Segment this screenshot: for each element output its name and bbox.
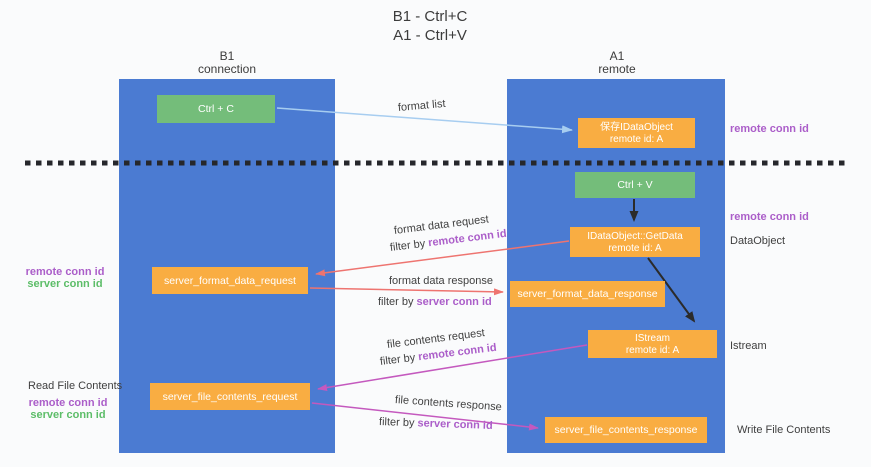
left-conn-id-annotation-group-1: remote conn id server conn id: [17, 266, 113, 290]
format-list-label: format list: [397, 97, 447, 114]
idataobject-getdata-box: IDataObject::GetData remote id: A: [570, 227, 700, 257]
left-column-name: B1: [219, 49, 235, 63]
left-conn-id-annotation-group-2: remote conn id server conn id: [20, 397, 116, 421]
save-idataobject-box: 保存IDataObject remote id: A: [578, 118, 695, 148]
dataobject-annotation: DataObject: [730, 235, 786, 247]
getdata-line2: remote id: A: [608, 242, 662, 254]
left-column-header: B1 connection: [167, 50, 287, 76]
ctrl-c-label: Ctrl + C: [198, 103, 234, 115]
ctrl-v-box: Ctrl + V: [575, 172, 695, 198]
ctrl-c-box: Ctrl + C: [157, 95, 275, 123]
format-data-response-label: format data response: [389, 275, 493, 287]
server-file-contents-request-label: server_file_contents_request: [162, 390, 298, 403]
server-format-data-response-label: server_format_data_response: [517, 288, 658, 300]
server-conn-id-text: server conn id: [416, 296, 492, 308]
filter-by-server-conn-id-label-2: filter by server conn id: [379, 416, 493, 432]
save-idataobject-line1: 保存IDataObject: [600, 121, 673, 133]
server-conn-id-annotation-left-2: server conn id: [30, 409, 106, 421]
server-format-data-request-box: server_format_data_request: [152, 267, 308, 294]
right-column-name: A1: [609, 49, 625, 63]
remote-conn-id-annotation-mid-right: remote conn id: [730, 211, 809, 223]
remote-conn-id-annotation-top-right: remote conn id: [730, 123, 809, 135]
remote-conn-id-annotation-left-2: remote conn id: [28, 397, 108, 409]
remote-conn-id-annotation-left-1: remote conn id: [25, 266, 105, 278]
istream-line1: IStream: [634, 332, 670, 344]
istream-box: IStream remote id: A: [588, 330, 717, 358]
save-idataobject-line2: remote id: A: [609, 133, 664, 145]
left-column-subtitle: connection: [197, 62, 257, 76]
title-line-1: B1 - Ctrl+C: [392, 8, 468, 25]
write-file-contents-annotation: Write File Contents: [737, 424, 831, 436]
right-column-subtitle: remote: [598, 62, 636, 76]
read-file-contents-annotation: Read File Contents: [28, 380, 123, 392]
format-data-response-arrow: [309, 287, 504, 296]
server-conn-id-text: server conn id: [417, 417, 493, 432]
server-file-contents-response-box: server_file_contents_response: [545, 417, 707, 443]
right-column-header: A1 remote: [557, 50, 677, 76]
file-contents-response-label: file contents response: [394, 394, 503, 414]
filter-by-text: filter by: [378, 416, 415, 430]
title-line-2: A1 - Ctrl+V: [393, 27, 467, 44]
server-conn-id-annotation-left-1: server conn id: [27, 278, 103, 290]
server-file-contents-response-label: server_file_contents_response: [554, 424, 698, 436]
ctrl-v-label: Ctrl + V: [617, 179, 653, 191]
filter-by-text: filter by: [389, 237, 426, 254]
server-file-contents-request-box: server_file_contents_request: [150, 383, 310, 410]
server-format-data-request-label: server_format_data_request: [164, 274, 296, 287]
diagram-title: B1 - Ctrl+C A1 - Ctrl+V: [330, 7, 530, 45]
getdata-line1: IDataObject::GetData: [587, 230, 683, 242]
filter-by-text: filter by: [379, 351, 416, 368]
istream-annotation: Istream: [730, 340, 767, 352]
server-format-data-response-box: server_format_data_response: [510, 281, 665, 307]
istream-line2: remote id: A: [625, 344, 680, 356]
filter-by-server-conn-id-label-1: filter by server conn id: [378, 296, 492, 308]
filter-by-text: filter by: [378, 296, 414, 308]
